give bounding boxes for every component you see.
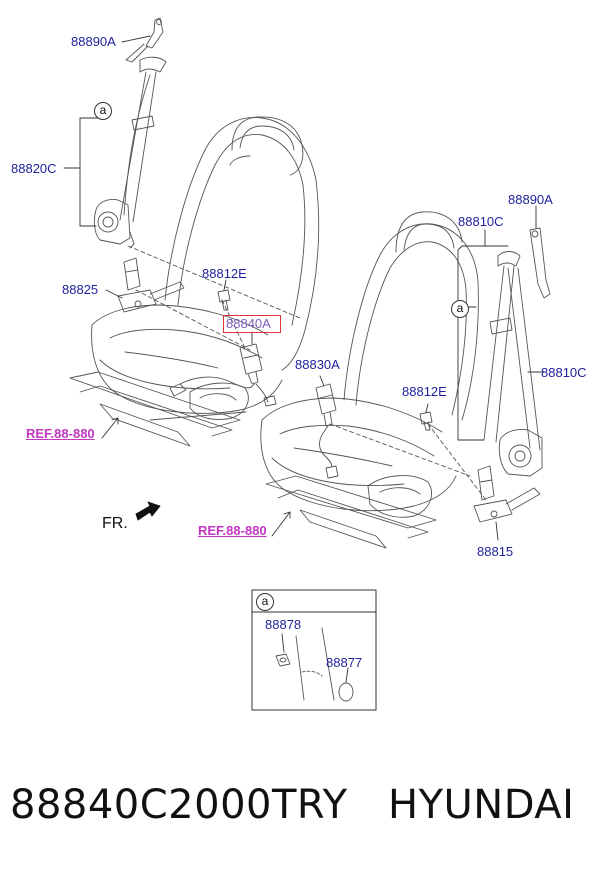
ref-link-right[interactable]: REF.88-880 [198, 523, 267, 538]
front-indicator: FR. [102, 515, 128, 532]
callout-a-left: a [94, 102, 112, 120]
right-belt-assembly [457, 205, 551, 477]
left-buckle-stalk [105, 257, 185, 313]
right-seat [260, 211, 479, 549]
footer: 88840C2000TRY HYUNDAI [0, 775, 607, 835]
highlighted-buckle [169, 331, 277, 407]
label-88810c-side[interactable]: 88810C [541, 365, 587, 380]
label-88890a-right[interactable]: 88890A [508, 192, 553, 207]
callout-a-detail: a [256, 593, 274, 611]
ref-link-left[interactable]: REF.88-880 [26, 426, 95, 441]
part-number: 88840C2000TRY [10, 782, 348, 828]
label-88877[interactable]: 88877 [326, 655, 363, 670]
callout-a-right: a [451, 300, 469, 318]
label-88810c-top[interactable]: 88810C [458, 214, 504, 229]
label-88890a-left[interactable]: 88890A [71, 34, 116, 49]
front-arrow [135, 501, 161, 521]
label-88820c[interactable]: 88820C [11, 161, 57, 176]
detail-box [251, 589, 377, 711]
left-belt-assembly [63, 17, 167, 249]
right-buckle-stalk [473, 465, 541, 541]
label-88815[interactable]: 88815 [477, 544, 514, 559]
brand-name: HYUNDAI [388, 782, 575, 828]
right-buckle [315, 375, 339, 479]
left-seat [69, 116, 320, 447]
diagram-drawing [63, 17, 551, 711]
label-88840a[interactable]: 88840A [226, 316, 271, 331]
right-bolt [419, 403, 433, 431]
highlight-box [223, 315, 281, 333]
label-88830a[interactable]: 88830A [295, 357, 340, 372]
label-88812e-left[interactable]: 88812E [202, 266, 247, 281]
label-88812e-right[interactable]: 88812E [402, 384, 447, 399]
label-88878[interactable]: 88878 [265, 617, 302, 632]
left-bolt [217, 279, 231, 311]
label-88825[interactable]: 88825 [62, 282, 99, 297]
